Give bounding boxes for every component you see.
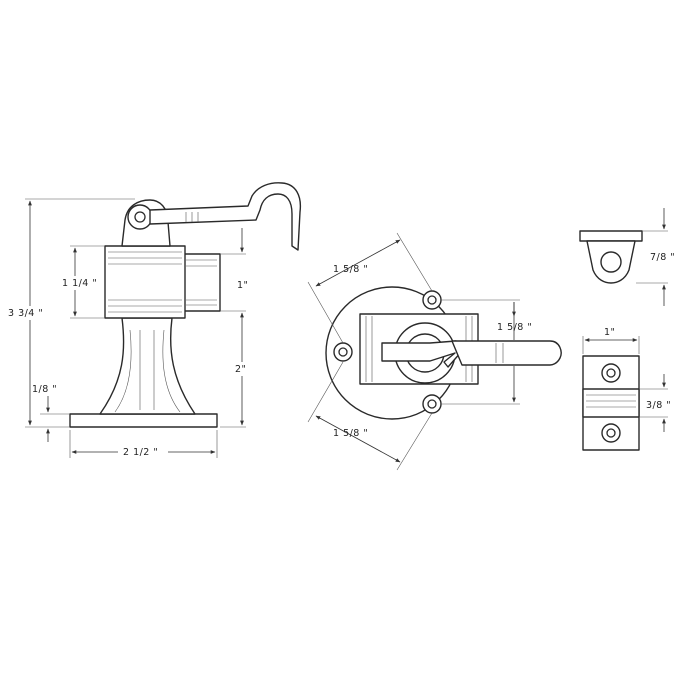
hole-left — [333, 342, 353, 362]
dim-diag-lower: 1 5/8 " — [333, 428, 368, 439]
dim-hole-spacing: 1 5/8 " — [497, 322, 532, 333]
dim-pin-height: 1" — [237, 280, 248, 291]
strike-front-view: 1" 3/8 " — [582, 326, 671, 451]
strike-side-view: 7/8 " — [579, 208, 675, 306]
hook-arm — [149, 182, 302, 251]
hole-top — [422, 290, 442, 310]
plunger-housing — [182, 253, 221, 312]
side-view: 3 3/4 " 1 1/4 " 1/8 " 2 1/2 " 1" 2" — [4, 182, 302, 459]
hook-handle — [451, 340, 562, 366]
hook-bar — [381, 340, 463, 368]
pivot-ring — [127, 204, 153, 230]
dim-diag-upper: 1 5/8 " — [333, 264, 368, 275]
dim-stem-height: 2" — [235, 364, 246, 375]
strike-hole-top — [601, 363, 621, 383]
dim-base-width: 2 1/2 " — [123, 447, 158, 458]
hole-bottom — [422, 394, 442, 414]
strike-plate — [579, 230, 643, 242]
dim-overall-height: 3 3/4 " — [8, 308, 43, 319]
base-plate — [69, 413, 218, 428]
dim-strike-height: 7/8 " — [650, 252, 675, 263]
strike-hole-bottom — [601, 423, 621, 443]
strike-front-lug — [582, 388, 640, 418]
dim-strike-gap: 3/8 " — [646, 400, 671, 411]
dim-body-height: 1 1/4 " — [62, 278, 97, 289]
top-view: 1 5/8 " 1 5/8 " 1 5/8 " — [307, 232, 562, 471]
dim-base-thickness: 1/8 " — [32, 384, 57, 395]
dim-strike-width: 1" — [604, 327, 615, 338]
stem — [99, 317, 196, 415]
strike-hole — [600, 251, 622, 273]
body — [104, 245, 186, 319]
